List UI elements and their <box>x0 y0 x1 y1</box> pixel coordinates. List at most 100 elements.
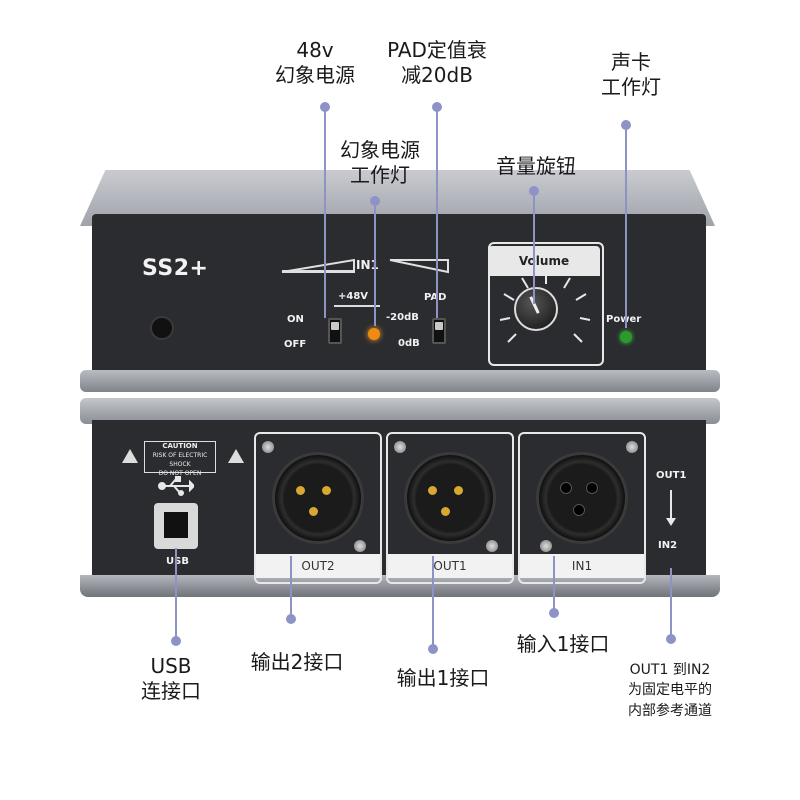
callout-line-out2 <box>290 556 292 618</box>
callout-pad: PAD定值衰 减20dB <box>372 38 502 88</box>
callout-dot-in1 <box>549 608 559 618</box>
usb-label: USB <box>166 556 189 567</box>
in1-back-label: IN1 <box>520 554 644 578</box>
out1-panel <box>386 432 514 584</box>
callout-line-usb <box>175 548 177 640</box>
in1-screw-bottom <box>540 540 552 552</box>
callout-line-phantom-led <box>374 202 376 326</box>
callout-phantom-led-line1: 幻象电源 <box>340 138 420 162</box>
volume-title: Volume <box>488 246 600 276</box>
volume-knob[interactable] <box>514 287 558 331</box>
callout-volume-line1: 音量旋钮 <box>496 154 576 178</box>
caution-line1: RISK OF ELECTRIC SHOCK <box>152 452 208 468</box>
callout-out1-line1: 输出1接口 <box>396 666 490 690</box>
phantom-underline <box>334 305 380 307</box>
callout-dot-phantom-48v <box>320 102 330 112</box>
callout-in1-line1: 输入1接口 <box>516 632 610 656</box>
pad-switch[interactable] <box>432 318 446 344</box>
in1-xlr-female-connector[interactable] <box>536 452 628 544</box>
volume-scale <box>499 274 591 343</box>
callout-line-out1 <box>432 556 434 648</box>
out2-panel <box>254 432 382 584</box>
callout-pad-line2: 减20dB <box>401 63 473 87</box>
caution-line2: DO NOT OPEN <box>158 470 202 477</box>
callout-loopback: OUT1 到IN2 为固定电平的 内部参考通道 <box>608 660 732 721</box>
model-name: SS2+ <box>142 256 209 281</box>
callout-line-pad <box>436 106 438 318</box>
callout-dot-out2 <box>286 614 296 624</box>
callout-volume: 音量旋钮 <box>476 154 596 179</box>
out1-pin-3 <box>441 507 450 516</box>
callout-phantom-48v-line1: 48v <box>296 38 334 62</box>
pad-0db-label: 0dB <box>398 338 420 349</box>
volume-panel <box>488 242 604 366</box>
power-led <box>620 331 632 343</box>
out1-pin-1 <box>428 486 437 495</box>
callout-usb: USB 连接口 <box>126 654 216 704</box>
callout-out2: 输出2接口 <box>232 650 362 675</box>
caution-title: CAUTION <box>162 442 198 450</box>
warning-icon-left <box>122 449 138 463</box>
callout-soundcard-led-line1: 声卡 <box>611 50 651 74</box>
gain-wedge-left <box>281 258 355 273</box>
top-unit-front-panel <box>92 214 706 380</box>
warning-icon-right <box>228 449 244 463</box>
gain-wedge-right <box>389 259 449 274</box>
out1-screw-top <box>394 441 406 453</box>
phantom-power-switch[interactable] <box>328 318 342 344</box>
phantom-label: +48V <box>338 291 369 302</box>
in1-panel <box>518 432 646 584</box>
out1-label: OUT1 <box>388 554 512 578</box>
callout-line-in1 <box>553 556 555 614</box>
top-unit-bottom-rim <box>80 370 720 392</box>
callout-dot-soundcard-led <box>621 120 631 130</box>
callout-phantom-48v-line2: 幻象电源 <box>275 63 355 87</box>
out2-xlr-male-connector[interactable] <box>272 452 364 544</box>
callout-out2-line1: 输出2接口 <box>250 650 344 674</box>
callout-usb-line2: 连接口 <box>141 679 201 703</box>
bottom-unit-top-rim <box>80 398 720 424</box>
out2-screw-top <box>262 441 274 453</box>
callout-dot-pad <box>432 102 442 112</box>
in1-screw-top <box>626 441 638 453</box>
callout-dot-usb <box>171 636 181 646</box>
out1-pin-2 <box>454 486 463 495</box>
out2-pin-1 <box>296 486 305 495</box>
callout-loopback-line2: 为固定电平的 <box>628 682 712 699</box>
callout-out1: 输出1接口 <box>378 666 508 691</box>
callout-line-volume <box>533 192 535 304</box>
callout-dot-volume <box>529 186 539 196</box>
on-label: ON <box>287 314 304 325</box>
callout-dot-out1 <box>428 644 438 654</box>
callout-phantom-48v: 48v 幻象电源 <box>255 38 375 88</box>
power-label: Power <box>606 314 642 325</box>
out1-screw-bottom <box>486 540 498 552</box>
out2-screw-bottom <box>354 540 366 552</box>
out2-label: OUT2 <box>256 554 380 578</box>
off-label: OFF <box>284 339 307 350</box>
in1-label: IN1 <box>356 258 379 272</box>
pad-minus20-label: -20dB <box>386 312 419 323</box>
pad-label: PAD <box>424 292 446 303</box>
route-arrow-icon <box>666 490 676 526</box>
out2-pin-3 <box>309 507 318 516</box>
phantom-power-led <box>368 328 380 340</box>
bottom-unit-base <box>80 575 720 597</box>
callout-usb-line1: USB <box>150 654 192 678</box>
out2-pin-2 <box>322 486 331 495</box>
in1-hole-2 <box>586 482 598 494</box>
headphone-jack <box>150 316 174 340</box>
callout-loopback-line3: 内部参考通道 <box>628 702 712 719</box>
callout-phantom-led-line2: 工作灯 <box>350 163 410 187</box>
callout-soundcard-led-line2: 工作灯 <box>601 75 661 99</box>
caution-label: CAUTION RISK OF ELECTRIC SHOCK DO NOT OP… <box>144 441 216 477</box>
in1-hole-3 <box>573 504 585 516</box>
callout-soundcard-led: 声卡 工作灯 <box>586 50 676 100</box>
in1-hole-1 <box>560 482 572 494</box>
callout-line-loopback <box>670 568 672 638</box>
callout-pad-line1: PAD定值衰 <box>387 38 487 62</box>
callout-in1: 输入1接口 <box>498 632 628 657</box>
callout-loopback-line1: OUT1 到IN2 <box>629 662 711 678</box>
out1-xlr-male-connector[interactable] <box>404 452 496 544</box>
usb-icon <box>158 476 194 496</box>
